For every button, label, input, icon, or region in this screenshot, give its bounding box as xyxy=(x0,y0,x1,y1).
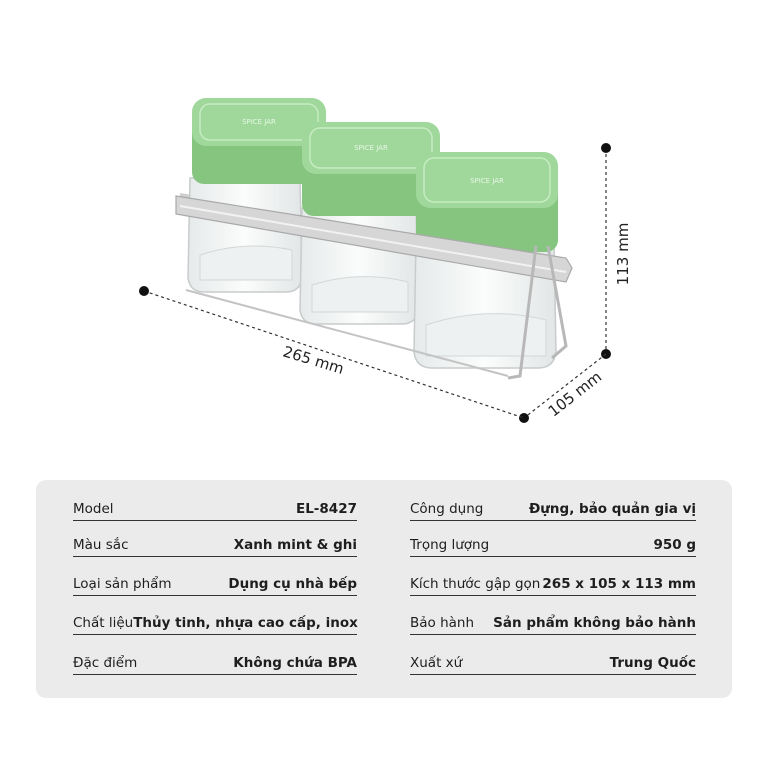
length-label: 265 mm xyxy=(281,342,346,378)
depth-label: 105 mm xyxy=(545,368,605,421)
spec-label: Model xyxy=(73,501,114,517)
spec-label: Công dụng xyxy=(410,501,484,517)
spec-label: Màu sắc xyxy=(73,537,129,553)
spec-value: EL-8427 xyxy=(295,501,357,517)
spec-value: Dụng cụ nhà bếp xyxy=(228,576,357,592)
spice-jar-left: SPICE JAR xyxy=(187,98,326,293)
specifications-panel: Model EL-8427 Màu sắc Xanh mint & ghi Lo… xyxy=(36,480,732,698)
spec-label: Bảo hành xyxy=(410,615,475,631)
spec-value: Sản phẩm không bảo hành xyxy=(493,615,696,631)
spec-value: Đựng, bảo quản gia vị xyxy=(529,501,696,517)
spec-value: 950 g xyxy=(653,537,696,553)
svg-text:SPICE JAR: SPICE JAR xyxy=(242,118,276,126)
spec-row-features: Đặc điểm Không chứa BPA xyxy=(73,651,357,675)
rack-front-rail xyxy=(175,195,573,380)
spec-row-folded-size: Kích thước gập gọn 265 x 105 x 113 mm xyxy=(410,572,696,596)
spec-row-usage: Công dụng Đựng, bảo quản gia vị xyxy=(410,497,696,521)
spec-row-color: Màu sắc Xanh mint & ghi xyxy=(73,533,357,557)
svg-text:SPICE JAR: SPICE JAR xyxy=(470,177,504,185)
spec-label: Xuất xứ xyxy=(410,655,463,671)
spec-row-warranty: Bảo hành Sản phẩm không bảo hành xyxy=(410,611,696,635)
spec-row-product-type: Loại sản phẩm Dụng cụ nhà bếp xyxy=(73,572,357,596)
spec-value: Thủy tinh, nhựa cao cấp, inox xyxy=(133,615,358,631)
spice-jar-right: SPICE JAR xyxy=(413,152,558,369)
height-label: 113 mm xyxy=(614,223,632,286)
spec-value: Trung Quốc xyxy=(609,655,696,671)
spec-label: Kích thước gập gọn xyxy=(410,576,541,592)
product-illustration: SPICE JAR SPICE JAR SPICE JAR 113 mm xyxy=(139,98,632,423)
spec-value: Xanh mint & ghi xyxy=(233,537,357,553)
spec-row-model: Model EL-8427 xyxy=(73,497,357,521)
spec-row-weight: Trọng lượng 950 g xyxy=(410,533,696,557)
spec-label: Loại sản phẩm xyxy=(73,576,172,592)
spec-value: Không chứa BPA xyxy=(233,655,357,671)
spec-row-material: Chất liệu Thủy tinh, nhựa cao cấp, inox xyxy=(73,611,358,635)
spec-value: 265 x 105 x 113 mm xyxy=(542,576,696,592)
spec-label: Trọng lượng xyxy=(410,537,490,553)
spec-label: Đặc điểm xyxy=(73,655,138,671)
height-dimension: 113 mm xyxy=(601,143,632,359)
svg-text:SPICE JAR: SPICE JAR xyxy=(354,144,388,152)
spec-label: Chất liệu xyxy=(73,615,134,631)
spec-row-origin: Xuất xứ Trung Quốc xyxy=(410,651,696,675)
